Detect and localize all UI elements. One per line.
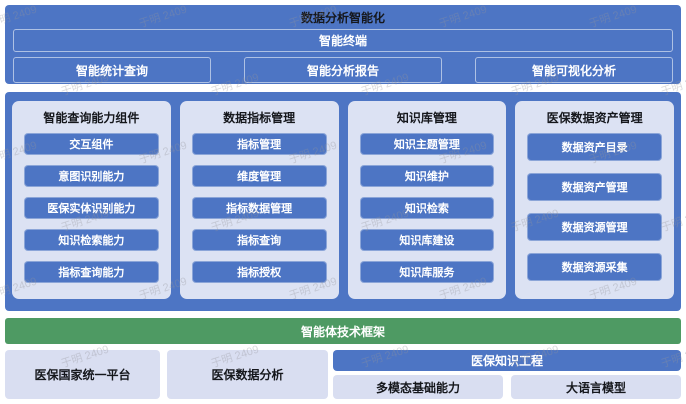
item-knowledge-topic-management: 知识主题管理: [359, 133, 495, 155]
item-data-asset-catalog: 数据资产目录: [527, 133, 662, 161]
section-platforms: 医保国家统一平台 医保数据分析 医保知识工程 多模态基础能力 大语言模型: [5, 350, 681, 399]
item-knowledge-maintenance: 知识维护: [359, 165, 495, 187]
panel-items: 指标管理 维度管理 指标数据管理 指标查询 指标授权: [191, 133, 327, 283]
section-data-analysis: 数据分析智能化 智能终端 智能统计查询 智能分析报告 智能可视化分析: [5, 5, 681, 84]
box-intelligent-terminal-label: 智能终端: [318, 34, 367, 48]
box-national-unified-platform: 医保国家统一平台: [5, 350, 160, 399]
header-medical-knowledge-engineering: 医保知识工程: [333, 350, 681, 371]
panel-intelligent-query-components: 智能查询能力组件 交互组件 意图识别能力 医保实体识别能力 知识检索能力 指标查…: [12, 101, 171, 299]
item-indicator-query-capability: 指标查询能力: [24, 261, 159, 283]
box-label: 智能统计查询: [75, 63, 148, 78]
knowledge-sub-row: 多模态基础能力 大语言模型: [333, 375, 681, 399]
panel-title: 医保数据资产管理: [546, 110, 643, 125]
panel-data-indicator-management: 数据指标管理 指标管理 维度管理 指标数据管理 指标查询 指标授权: [179, 101, 339, 299]
box-intelligent-terminal: 智能终端: [13, 29, 673, 52]
top-capability-row: 智能统计查询 智能分析报告 智能可视化分析: [13, 57, 673, 83]
item-indicator-management: 指标管理: [191, 133, 327, 155]
item-knowledge-retrieval: 知识检索: [359, 197, 495, 219]
section-title-data-analysis: 数据分析智能化: [300, 11, 385, 25]
item-indicator-authorization: 指标授权: [191, 261, 327, 283]
box-large-language-model: 大语言模型: [511, 375, 681, 399]
box-label: 多模态基础能力: [375, 380, 460, 395]
box-label: 医保数据分析: [211, 368, 284, 382]
item-data-resource-collection: 数据资源采集: [527, 253, 662, 281]
panel-items: 数据资产目录 数据资产管理 数据资源管理 数据资源采集: [527, 133, 662, 281]
panel-medical-data-asset-management: 医保数据资产管理 数据资产目录 数据资产管理 数据资源管理 数据资源采集: [515, 101, 674, 299]
box-label: 医保国家统一平台: [34, 368, 131, 382]
box-intelligent-analysis-report: 智能分析报告: [244, 57, 442, 83]
item-dimension-management: 维度管理: [191, 165, 327, 187]
item-intent-recognition: 意图识别能力: [24, 165, 159, 187]
box-label: 智能可视化分析: [531, 63, 616, 78]
group-medical-knowledge-engineering: 医保知识工程 多模态基础能力 大语言模型: [333, 350, 681, 399]
item-indicator-data-management: 指标数据管理: [191, 197, 327, 219]
bar-agent-tech-framework: 智能体技术框架: [5, 318, 681, 344]
header-label: 医保知识工程: [470, 354, 543, 368]
item-knowledge-base-service: 知识库服务: [359, 261, 495, 283]
item-knowledge-base-construction: 知识库建设: [359, 229, 495, 251]
panel-items: 交互组件 意图识别能力 医保实体识别能力 知识检索能力 指标查询能力: [24, 133, 159, 283]
box-label: 大语言模型: [565, 380, 626, 395]
item-interaction-component: 交互组件: [24, 133, 159, 155]
bar-agent-tech-framework-label: 智能体技术框架: [300, 324, 385, 339]
box-intelligent-visual-analysis: 智能可视化分析: [475, 57, 673, 83]
panel-knowledge-base-management: 知识库管理 知识主题管理 知识维护 知识检索 知识库建设 知识库服务: [347, 101, 507, 299]
item-knowledge-retrieval-capability: 知识检索能力: [24, 229, 159, 251]
section-capability-columns: 智能查询能力组件 交互组件 意图识别能力 医保实体识别能力 知识检索能力 指标查…: [5, 92, 681, 311]
box-label: 智能分析报告: [306, 63, 379, 78]
box-intelligent-stat-query: 智能统计查询: [13, 57, 211, 83]
item-indicator-query: 指标查询: [191, 229, 327, 251]
item-entity-recognition: 医保实体识别能力: [24, 197, 159, 219]
panel-items: 知识主题管理 知识维护 知识检索 知识库建设 知识库服务: [359, 133, 495, 283]
panel-title: 智能查询能力组件: [43, 110, 140, 125]
box-multimodal-base-capability: 多模态基础能力: [333, 375, 503, 399]
panel-title: 数据指标管理: [223, 110, 296, 125]
item-data-asset-management: 数据资产管理: [527, 173, 662, 201]
box-medical-data-analysis: 医保数据分析: [167, 350, 328, 399]
item-data-resource-management: 数据资源管理: [527, 213, 662, 241]
panel-title: 知识库管理: [396, 110, 457, 125]
